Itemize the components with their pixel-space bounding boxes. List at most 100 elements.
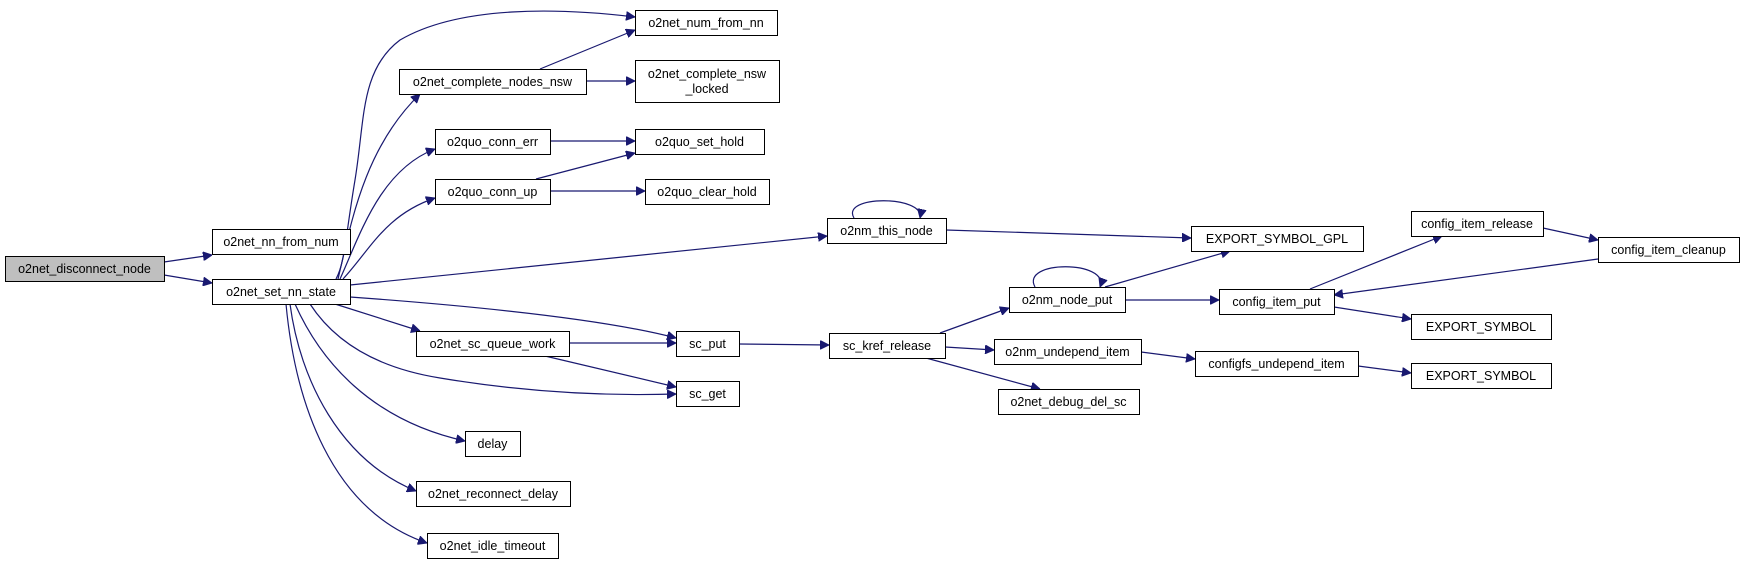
node-label: EXPORT_SYMBOL [1426, 369, 1536, 383]
edge-node_put-to-export_gpl [1104, 251, 1230, 288]
node-box [435, 179, 551, 205]
node-idle-timeout[interactable]: o2net_idle_timeout [427, 533, 559, 559]
node-label: o2net_num_from_nn [648, 16, 763, 30]
node-label: o2net_nn_from_num [223, 235, 338, 249]
edge-config_item_put-to-config_item_release [1309, 236, 1442, 290]
edge-set_nn_state-to-quo_conn_up [342, 198, 435, 280]
node-box [399, 69, 587, 95]
edge-line [1309, 236, 1442, 290]
edge-config_item_cleanup-to-config_item_put [1334, 258, 1599, 295]
node-export-gpl[interactable]: EXPORT_SYMBOL_GPL [1191, 226, 1364, 252]
node-quo-clear-hold[interactable]: o2quo_clear_hold [645, 179, 770, 205]
edge-configfs_undepend-to-export_sym_2 [1357, 365, 1411, 373]
edge-line [1542, 227, 1598, 240]
edge-set_nn_state-to-quo_conn_err [339, 149, 435, 280]
node-box [5, 256, 165, 282]
edge-this_node-to-this_node [851, 200, 920, 218]
edge-line [334, 303, 420, 331]
node-debug-del-sc[interactable]: o2net_debug_del_sc [998, 389, 1140, 415]
node-sc-kref-release[interactable]: sc_kref_release [829, 333, 946, 359]
node-box [829, 333, 946, 359]
node-label: o2quo_conn_up [448, 185, 538, 199]
node-box [212, 279, 351, 305]
node-label: o2net_idle_timeout [440, 539, 546, 553]
edge-set_nn_state-to-this_node [349, 236, 827, 286]
edge-set_nn_state-to-delay [294, 303, 465, 441]
node-label: o2net_disconnect_node [18, 262, 151, 276]
node-label: o2quo_clear_hold [657, 185, 756, 199]
edge-line [285, 303, 427, 543]
node-sc-put[interactable]: sc_put [676, 331, 740, 357]
node-configfs-undepend[interactable]: configfs_undepend_item [1195, 351, 1359, 377]
edge-line [939, 308, 1009, 334]
node-box [1195, 351, 1359, 377]
edge-line [1032, 266, 1100, 287]
node-box [1598, 237, 1740, 263]
edge-line [1334, 258, 1599, 295]
node-export-sym-1[interactable]: EXPORT_SYMBOL [1411, 314, 1552, 340]
node-label: config_item_cleanup [1611, 243, 1726, 257]
edge-line [1333, 306, 1411, 319]
edge-line [337, 94, 420, 280]
edge-line [1140, 351, 1195, 359]
edge-line [945, 229, 1191, 238]
node-delay[interactable]: delay [465, 431, 521, 457]
node-export-sym-2[interactable]: EXPORT_SYMBOL [1411, 363, 1552, 389]
node-nn-from-num[interactable]: o2net_nn_from_num [212, 229, 351, 255]
node-node-put[interactable]: o2nm_node_put [1009, 287, 1126, 313]
node-sc-queue-work[interactable]: o2net_sc_queue_work [416, 331, 570, 357]
node-box [998, 389, 1140, 415]
edge-set_nn_state-to-idle_timeout [285, 303, 427, 543]
node-box [1411, 211, 1544, 237]
edge-line [339, 149, 435, 280]
edge-line [738, 344, 829, 345]
node-disconnect[interactable]: o2net_disconnect_node [5, 256, 165, 282]
edge-set_nn_state-to-complete_nodes_nsw [337, 94, 420, 280]
node-quo-conn-err[interactable]: o2quo_conn_err [435, 129, 551, 155]
node-box [1191, 226, 1364, 252]
node-label: EXPORT_SYMBOL_GPL [1206, 232, 1348, 246]
node-quo-conn-up[interactable]: o2quo_conn_up [435, 179, 551, 205]
node-config-item-release[interactable]: config_item_release [1411, 211, 1544, 237]
node-label: o2net_complete_nsw [648, 67, 767, 81]
node-quo-set-hold[interactable]: o2quo_set_hold [635, 129, 765, 155]
node-box [676, 331, 740, 357]
node-reconnect-delay[interactable]: o2net_reconnect_delay [416, 481, 571, 507]
node-box [212, 229, 351, 255]
node-label: o2net_reconnect_delay [428, 487, 559, 501]
node-complete-nodes-nsw[interactable]: o2net_complete_nodes_nsw [399, 69, 587, 95]
edge-disconnect-to-nn_from_num [163, 255, 212, 263]
node-undepend-item[interactable]: o2nm_undepend_item [994, 339, 1142, 365]
node-label: o2nm_undepend_item [1005, 345, 1129, 359]
node-box [416, 331, 570, 357]
edge-line [544, 355, 676, 387]
node-label: delay [478, 437, 509, 451]
node-config-item-put[interactable]: config_item_put [1219, 289, 1335, 315]
edge-sc_put-to-sc_kref_release [738, 344, 829, 345]
node-box [1411, 363, 1552, 389]
edge-line [349, 236, 827, 286]
edges-layer [163, 10, 1599, 543]
edge-config_item_put-to-export_sym_1 [1333, 306, 1411, 319]
node-box [676, 381, 740, 407]
node-complete-nsw-locked[interactable]: o2net_complete_nsw_locked [635, 60, 780, 103]
node-box [635, 10, 778, 36]
node-label: config_item_release [1421, 217, 1533, 231]
node-config-item-cleanup[interactable]: config_item_cleanup [1598, 237, 1740, 263]
node-label: sc_put [689, 337, 726, 351]
node-label: o2quo_set_hold [655, 135, 744, 149]
node-label: sc_kref_release [843, 339, 931, 353]
edge-line [163, 274, 212, 283]
node-num-from-nn[interactable]: o2net_num_from_nn [635, 10, 778, 36]
node-box [416, 481, 571, 507]
node-box [994, 339, 1142, 365]
edge-sc_kref_release-to-node_put [939, 308, 1009, 334]
node-label: o2net_debug_del_sc [1010, 395, 1126, 409]
node-sc-get[interactable]: sc_get [676, 381, 740, 407]
node-label: EXPORT_SYMBOL [1426, 320, 1536, 334]
node-set-nn-state[interactable]: o2net_set_nn_state [212, 279, 351, 305]
node-this-node[interactable]: o2nm_this_node [827, 218, 947, 244]
node-box [635, 129, 765, 155]
edge-line [342, 198, 435, 280]
nodes-layer: o2net_disconnect_node o2net_nn_from_num o2… [5, 10, 1740, 559]
